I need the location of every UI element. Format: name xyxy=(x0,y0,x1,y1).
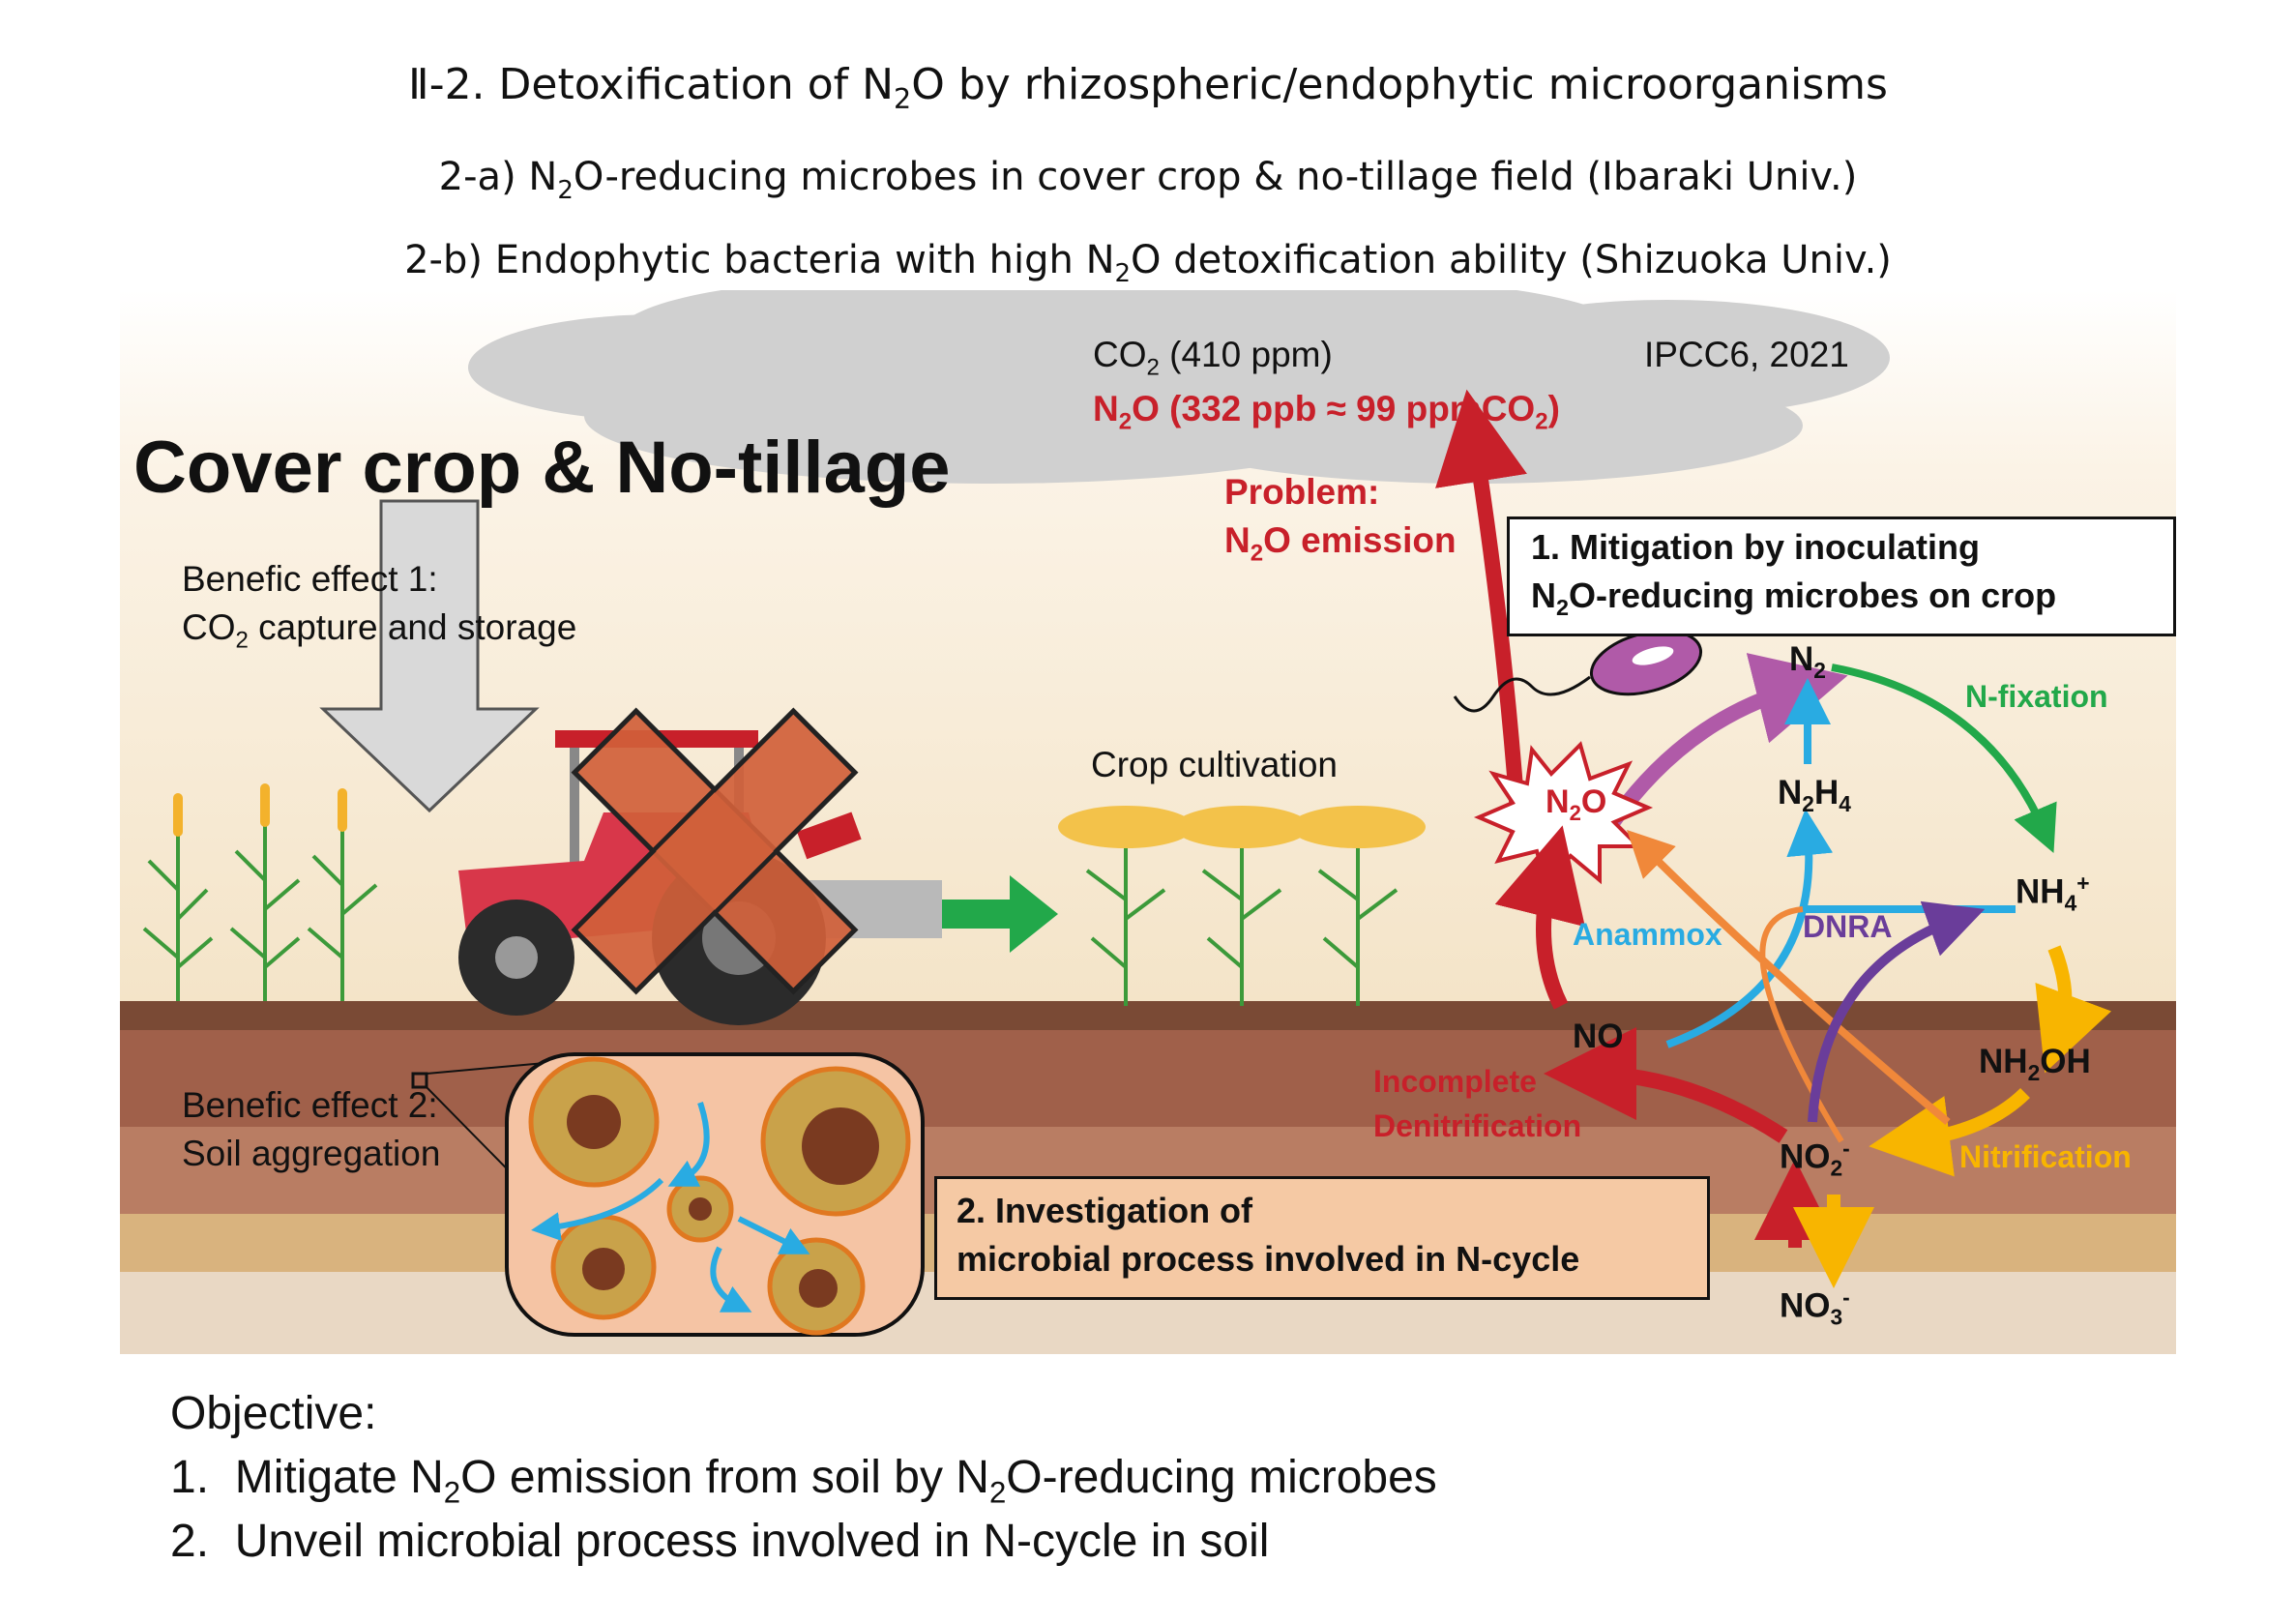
benefit-1-detail: CO2 capture and storage xyxy=(182,607,577,654)
n2h4-node: N2H4 xyxy=(1778,774,1851,816)
mitigation-box: 1. Mitigation by inoculating N2O-reducin… xyxy=(1507,516,2176,636)
problem-label: Problem: xyxy=(1224,472,1380,512)
subtitle-a: 2-a) N2O-reducing microbes in cover crop… xyxy=(438,155,1858,205)
no-node: NO xyxy=(1573,1018,1624,1055)
investigation-line-2: microbial process involved in N-cycle xyxy=(957,1239,1580,1279)
crop-cultivation-label: Crop cultivation xyxy=(1091,745,1339,784)
mitigation-line-2: N2O-reducing microbes on crop xyxy=(1531,575,2057,621)
objective-heading: Objective: xyxy=(170,1388,377,1439)
investigation-box: 2. Investigation of microbial process in… xyxy=(934,1176,1710,1300)
no2-node: NO2- xyxy=(1780,1136,1850,1181)
scene-artwork xyxy=(120,290,2176,1354)
field-scene: CO2 (410 ppm) IPCC6, 2021 N2O (332 ppb ≈… xyxy=(120,290,2176,1354)
objective-item-1: 1. Mitigate N2O emission from soil by N2… xyxy=(170,1452,1437,1510)
figure-title: Ⅱ-2. Detoxification of N2O by rhizospher… xyxy=(408,60,1888,115)
nh4-node: NH4+ xyxy=(2016,871,2090,916)
benefit-1-label: Benefic effect 1: xyxy=(182,559,438,599)
investigation-line-1: 2. Investigation of xyxy=(957,1191,1253,1230)
carbon-down-arrow xyxy=(319,499,540,813)
to-crop-arrow xyxy=(942,875,1058,953)
dnra-label: DNRA xyxy=(1803,909,1893,944)
subtitle-b: 2-b) Endophytic bacteria with high N2O d… xyxy=(404,238,1892,288)
n2-node: N2 xyxy=(1789,640,1826,683)
objective-item-2: 2. Unveil microbial process involved in … xyxy=(170,1516,1270,1567)
nh2oh-node: NH2OH xyxy=(1979,1043,2091,1085)
problem-detail: N2O emission xyxy=(1224,520,1457,567)
denitrification-label: Denitrification xyxy=(1373,1108,1582,1143)
incomplete-label: Incomplete xyxy=(1373,1064,1537,1099)
n-fixation-label: N-fixation xyxy=(1965,679,2108,714)
benefit-2-label: Benefic effect 2: xyxy=(182,1085,438,1125)
mitigation-line-1: 1. Mitigation by inoculating xyxy=(1531,527,1980,567)
aggregation-marker xyxy=(411,1072,428,1089)
cover-crop-heading: Cover crop & No-tillage xyxy=(133,427,951,509)
no3-node: NO3- xyxy=(1780,1284,1850,1330)
rice-crop-plants xyxy=(1085,841,1398,1006)
benefit-2-detail: Soil aggregation xyxy=(182,1134,441,1173)
n2o-node: N2O xyxy=(1545,783,1607,825)
ipcc-citation: IPCC6, 2021 xyxy=(1644,335,1849,374)
no-tillage-x-mark xyxy=(571,707,859,995)
anammox-label: Anammox xyxy=(1573,917,1722,952)
cloud xyxy=(468,290,1890,484)
nitrification-label: Nitrification xyxy=(1959,1139,2132,1174)
co2-concentration: CO2 (410 ppm) xyxy=(1093,335,1333,381)
n2o-concentration: N2O (332 ppb ≈ 99 ppmCO2) xyxy=(1093,389,1560,435)
cover-crop-plants xyxy=(142,822,378,1001)
